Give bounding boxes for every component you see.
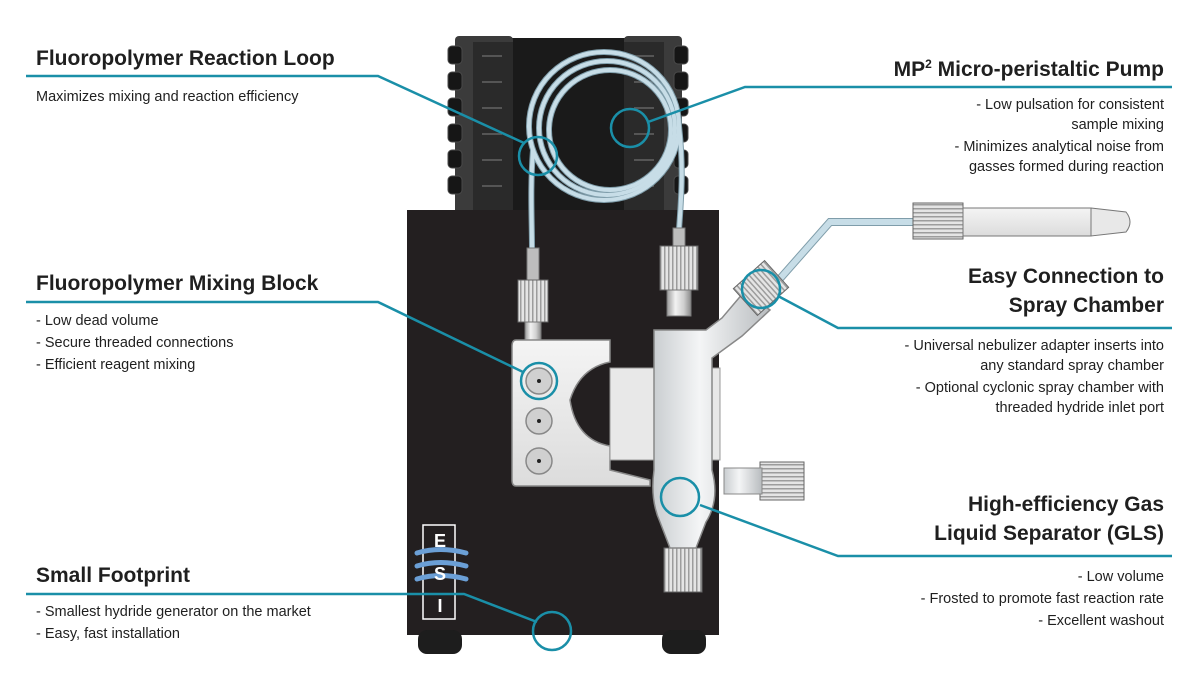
bullet-item: - Efficient reagent mixing — [36, 357, 196, 373]
mixing-block-bullets: - Low dead volume - Secure threaded conn… — [36, 310, 234, 376]
pump-title-rest: Micro-peristaltic Pump — [931, 58, 1164, 81]
marker-pump — [609, 107, 651, 149]
reaction-loop-tubing — [526, 49, 685, 251]
bullet-item: - Low dead volume — [36, 313, 159, 329]
spray-chamber-bullets: - Universal nebulizer adapter inserts in… — [904, 336, 1164, 420]
spray-chamber-title: Easy Connection to Spray Chamber — [968, 262, 1164, 320]
leader-pump — [647, 85, 1172, 124]
leader-footprint — [26, 592, 538, 624]
logo-letter-e: E — [434, 531, 446, 551]
reaction-loop-description: Maximizes mixing and reaction efficiency — [36, 89, 299, 105]
bullet-item: - Secure threaded connections — [36, 335, 234, 351]
footprint-bullets: - Smallest hydride generator on the mark… — [36, 601, 311, 645]
bullet-line: threaded hydride inlet port — [995, 400, 1164, 416]
bullet-item: - Low volume — [1077, 569, 1164, 585]
bullet-item: - Universal nebulizer adapter inserts in… — [904, 336, 1164, 376]
bullet-item: - Frosted to promote fast reaction rate — [920, 591, 1164, 607]
bullet-item: - Minimizes analytical noise from gasses … — [954, 137, 1164, 177]
spray-chamber-title-line2: Spray Chamber — [1008, 294, 1164, 317]
bullet-line: - Universal nebulizer adapter inserts in… — [904, 338, 1164, 354]
marker-mixing-block — [519, 361, 559, 401]
leader-spray-chamber — [777, 294, 1172, 330]
pump-bullets: - Low pulsation for consistent sample mix… — [954, 95, 1164, 179]
logo-letter-s: S — [434, 564, 446, 584]
callout-leaders — [26, 74, 1172, 652]
bullet-item: - Excellent washout — [1038, 613, 1164, 629]
bullet-line: - Minimizes analytical noise from — [954, 139, 1164, 155]
bullet-line: any standard spray chamber — [980, 358, 1164, 374]
logo-letter-i: I — [437, 596, 442, 616]
pump-title: MP2 Micro-peristaltic Pump — [894, 51, 1164, 83]
gls-title-line1: High-efficiency Gas — [967, 493, 1164, 516]
bullet-line: sample mixing — [1071, 117, 1164, 133]
marker-gls — [659, 476, 701, 518]
inlet-fittings — [517, 227, 805, 593]
bullet-line: gasses formed during reaction — [968, 159, 1164, 175]
leader-mixing-block — [26, 300, 524, 374]
marker-reaction-loop — [517, 135, 559, 177]
leader-gls — [699, 503, 1172, 558]
pump-title-superscript: 2 — [925, 57, 932, 71]
bullet-item: - Easy, fast installation — [36, 626, 180, 642]
reaction-loop-title: Fluoropolymer Reaction Loop — [36, 47, 335, 70]
bullet-item: - Smallest hydride generator on the mark… — [36, 604, 311, 620]
bullet-item: - Low pulsation for consistent sample mix… — [954, 95, 1164, 135]
spray-chamber-title-line1: Easy Connection to — [967, 265, 1164, 288]
gls-bullets: - Low volume - Frosted to promote fast r… — [921, 566, 1164, 632]
leader-reaction-loop — [26, 74, 525, 145]
bullet-line: - Optional cyclonic spray chamber with — [915, 380, 1164, 396]
marker-footprint — [531, 610, 573, 652]
esi-logo: E S I — [414, 524, 469, 620]
bullet-line: - Low pulsation for consistent — [976, 97, 1164, 113]
bullet-item: - Optional cyclonic spray chamber with th… — [904, 378, 1164, 418]
footprint-title: Small Footprint — [36, 564, 190, 587]
pump-title-main: MP — [893, 58, 926, 81]
gls-title-line2: Liquid Separator (GLS) — [934, 522, 1164, 545]
marker-spray-chamber — [740, 268, 782, 310]
mixing-block-title: Fluoropolymer Mixing Block — [36, 272, 319, 295]
nebulizer-adapter — [767, 202, 1131, 293]
